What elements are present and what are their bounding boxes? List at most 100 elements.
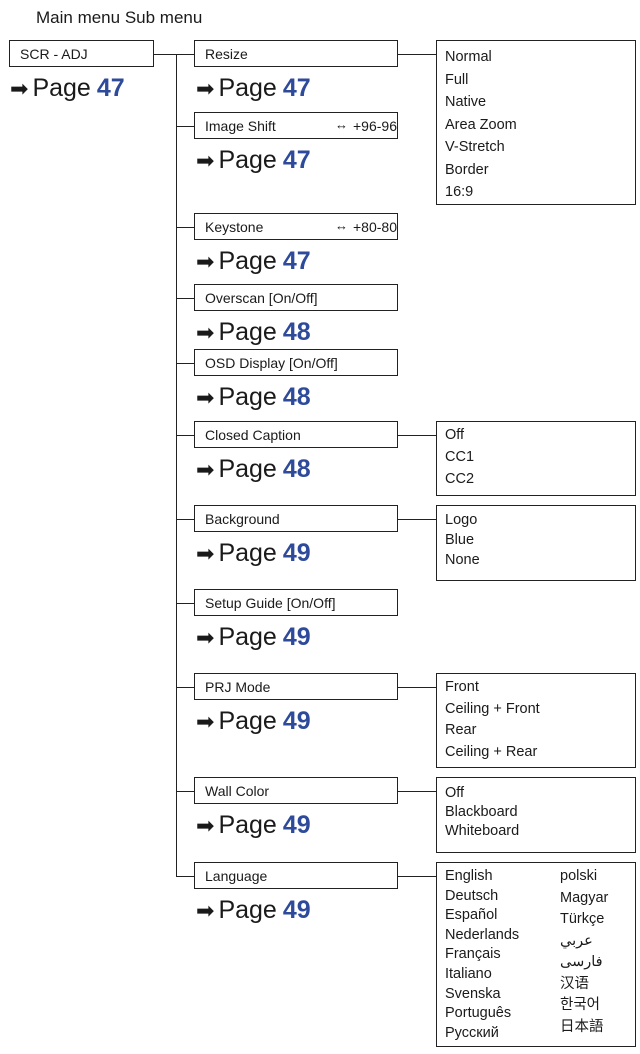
connector-trunk-to-overscan xyxy=(176,298,194,300)
connector-to-options-closed-caption xyxy=(398,435,436,437)
option-prj-mode: Ceiling + Rear xyxy=(445,743,538,760)
option-resize: Full xyxy=(445,71,469,88)
connector-to-options-wall-color xyxy=(398,791,436,793)
option-language: Türkçe xyxy=(560,911,605,927)
option-language: عربي xyxy=(560,932,593,949)
page-number: 47 xyxy=(282,146,311,174)
right-arrow-icon: ➡ xyxy=(196,248,215,274)
submenu-label: Setup Guide [On/Off] xyxy=(205,595,336,611)
page-number: 47 xyxy=(96,74,125,102)
option-language: Español xyxy=(445,907,498,924)
right-arrow-icon: ➡ xyxy=(196,708,215,734)
option-prj-mode: Front xyxy=(445,679,479,695)
range-value: +80-80 xyxy=(353,219,397,235)
option-language: 日本語 xyxy=(560,1018,604,1035)
connector-to-options-prj-mode xyxy=(398,687,436,689)
option-language: English xyxy=(445,868,493,884)
option-background: Logo xyxy=(445,512,478,528)
connector-trunk-to-closed-caption xyxy=(176,435,194,437)
submenu-label: Image Shift xyxy=(205,118,276,134)
option-resize: Border xyxy=(445,161,489,178)
page-number: 49 xyxy=(282,623,311,651)
tree-trunk xyxy=(176,54,178,877)
option-resize: Normal xyxy=(445,49,492,65)
connector-trunk-to-resize xyxy=(176,54,194,56)
option-language: Magyar xyxy=(560,889,609,906)
option-resize: Area Zoom xyxy=(445,116,517,133)
option-language: Italiano xyxy=(445,966,492,982)
page-word: Page xyxy=(218,318,277,346)
menu-heading: Main menu Sub menu xyxy=(36,8,203,27)
option-prj-mode: Rear xyxy=(445,722,477,738)
connector-trunk-to-image-shift xyxy=(176,126,194,128)
option-language: Français xyxy=(445,946,501,963)
page-number: 49 xyxy=(282,707,311,735)
range-value: +96-96 xyxy=(353,118,397,134)
right-arrow-icon: ➡ xyxy=(196,75,215,101)
page-word: Page xyxy=(218,539,277,567)
connector-to-options-background xyxy=(398,519,436,521)
page-word: Page xyxy=(218,455,277,483)
double-arrow-icon: ↔ xyxy=(335,117,348,132)
right-arrow-icon: ➡ xyxy=(196,456,215,482)
submenu-label: Overscan [On/Off] xyxy=(205,290,318,306)
connector-to-options-resize xyxy=(398,54,436,56)
page-word: Page xyxy=(218,811,277,839)
option-closed-caption: CC2 xyxy=(445,471,475,487)
connector-trunk-to-prj-mode xyxy=(176,687,194,689)
page-number: 48 xyxy=(282,455,311,483)
option-background: None xyxy=(445,552,480,568)
connector-trunk-to-setup-guide xyxy=(176,603,194,605)
page-word: Page xyxy=(32,74,91,102)
page-word: Page xyxy=(218,74,277,102)
page-number: 48 xyxy=(282,383,311,411)
options-box-language xyxy=(436,862,636,1047)
option-language: فارسی xyxy=(560,954,603,970)
page-number: 49 xyxy=(282,896,311,924)
option-language: 한국어 xyxy=(560,997,601,1013)
option-language: Deutsch xyxy=(445,887,499,904)
option-language: Nederlands xyxy=(445,926,520,943)
option-closed-caption: Off xyxy=(445,427,465,443)
right-arrow-icon: ➡ xyxy=(196,624,215,650)
submenu-label: OSD Display [On/Off] xyxy=(205,355,338,371)
submenu-box-image-shift: Image Shift ↔ +96-96 xyxy=(194,112,398,139)
submenu-box-overscan: Overscan [On/Off] xyxy=(194,284,398,311)
page-number: 49 xyxy=(282,811,311,839)
submenu-box-keystone: Keystone↔+80-80 xyxy=(194,213,398,240)
submenu-label: PRJ Mode xyxy=(205,679,271,695)
option-prj-mode: Ceiling + Front xyxy=(445,700,540,717)
page-word: Page xyxy=(218,146,277,174)
options-box-wall-color xyxy=(436,777,636,853)
connector-trunk-to-background xyxy=(176,519,194,521)
right-arrow-icon: ➡ xyxy=(196,540,215,566)
option-resize: 16:9 xyxy=(445,184,474,200)
option-wall-color: Off xyxy=(445,785,465,801)
option-wall-color: Whiteboard xyxy=(445,823,520,839)
right-arrow-icon: ➡ xyxy=(10,75,29,101)
right-arrow-icon: ➡ xyxy=(196,319,215,345)
option-background: Blue xyxy=(445,532,475,548)
page-number: 47 xyxy=(282,74,311,102)
option-wall-color: Blackboard xyxy=(445,804,518,820)
right-arrow-icon: ➡ xyxy=(196,147,215,173)
option-language: Português xyxy=(445,1005,512,1022)
submenu-box-language: Language xyxy=(194,862,398,889)
connector-to-options-language xyxy=(398,876,436,878)
submenu-label: Resize xyxy=(205,46,248,62)
option-language: Русский xyxy=(445,1024,499,1041)
connector-trunk-to-keystone xyxy=(176,227,194,229)
submenu-box-background: Background xyxy=(194,505,398,532)
page-word: Page xyxy=(218,383,277,411)
submenu-label: Wall Color xyxy=(205,783,270,799)
right-arrow-icon: ➡ xyxy=(196,812,215,838)
